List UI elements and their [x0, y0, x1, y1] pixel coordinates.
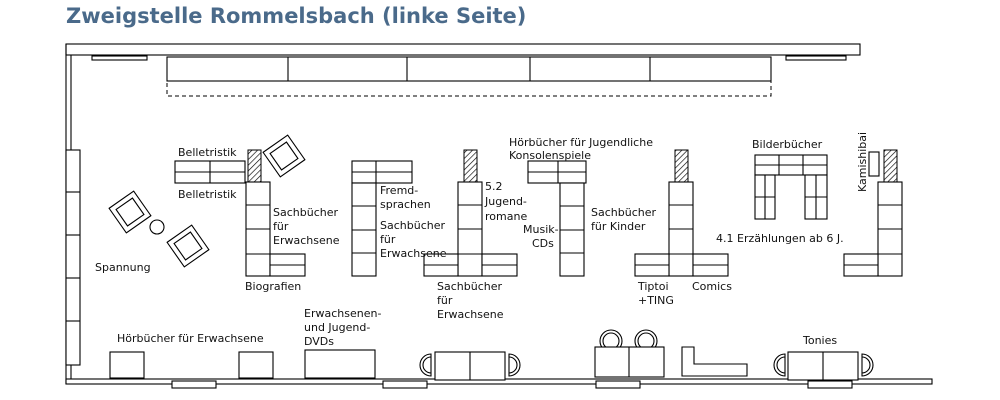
left-wall-shelf [65, 149, 81, 366]
label-jugendromane: 5.2 Jugend- romane [484, 180, 530, 223]
counter [166, 56, 772, 82]
hoerbuecher-erwachsene-box [109, 351, 145, 379]
belletristik-table [174, 160, 246, 184]
label-belletristik: Belletristik [178, 146, 237, 159]
label-tonies: Tonies [802, 334, 837, 347]
label-musik-cds: Musik- CDs [523, 223, 562, 250]
top-counter [166, 56, 772, 97]
label-bilderbuecher: Bilderbücher [752, 138, 823, 151]
label-fremdsprachen: Fremd- sprachen [380, 184, 431, 211]
label-comics: Comics [692, 280, 732, 293]
bilderbuecher-shelf [754, 154, 828, 220]
label-hoerbuecher-erwachsene: Hörbücher für Erwachsene [117, 332, 264, 345]
label-dvds: Erwachsenen- und Jugend- DVDs [304, 307, 385, 348]
bottom-window-3 [595, 380, 641, 389]
label-sachbuecher-erwachsene: Sachbücher für Erwachsene [273, 206, 342, 247]
page-title: Zweigstelle Rommelsbach (linke Seite) [66, 4, 527, 28]
bottom-furniture [109, 329, 874, 381]
label-sachbuecher-erwachsene: Sachbücher für Erwachsene [380, 219, 449, 260]
l-shaped-table [681, 346, 748, 377]
armchair [262, 134, 306, 178]
label-hoerbuecher-jugendliche: Hörbücher für Jugendliche [509, 136, 653, 149]
shelf-unit-5 [634, 149, 729, 277]
top-window-right [785, 55, 847, 61]
bottom-window-4 [807, 380, 853, 389]
round-table [149, 219, 165, 235]
shelf-unit-2 [351, 160, 413, 277]
box [238, 351, 274, 379]
top-wall [65, 43, 861, 56]
label-sachbuecher-kinder: Sachbücher für Kinder [591, 206, 660, 233]
shelf-unit-3 [423, 149, 518, 277]
dvd-shelf [304, 349, 376, 379]
armchair [108, 190, 152, 234]
label-sachbuecher-erwachsene: Sachbücher für Erwachsene [437, 280, 506, 321]
label-kamishibai: Kamishibai [856, 132, 869, 192]
bottom-window-2 [382, 380, 428, 389]
label-spannung: Spannung [95, 261, 151, 274]
label-belletristik: Belletristik [178, 188, 237, 201]
label-konsolenspiele: Konsolenspiele [509, 149, 591, 162]
armchair [166, 224, 210, 268]
shelf-unit-4 [527, 160, 587, 277]
shelf-unit-6 [843, 149, 903, 277]
kamishibai-stand [868, 151, 880, 177]
bottom-window-1 [171, 380, 217, 389]
label-tiptoi: Tiptoi +TING [637, 280, 674, 307]
top-window-left [91, 55, 148, 61]
label-erzaehlungen: 4.1 Erzählungen ab 6 J. [716, 232, 844, 245]
counter-overhang [166, 80, 772, 97]
shelf-unit-1 [245, 149, 306, 277]
label-biografien: Biografien [245, 280, 301, 293]
